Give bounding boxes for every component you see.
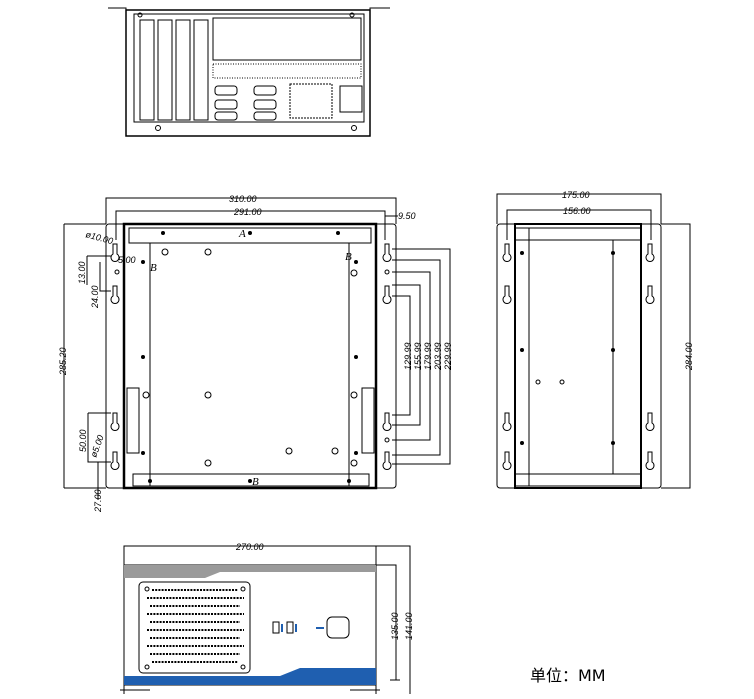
dim-hole-dia: ø10.00 [84, 229, 114, 246]
dim-right-1: 129.99 [403, 342, 413, 370]
mount-holes [142, 248, 358, 467]
power-button [326, 616, 350, 639]
dim-50: 50.00 [78, 429, 88, 452]
bottom-dim-141: 141.00 [404, 612, 414, 640]
dim-27: 27.00 [93, 489, 103, 513]
marker-b: B [252, 476, 259, 488]
dim-small-hole: ø5.00 [88, 434, 105, 459]
front-view: B A B B [63, 197, 451, 500]
dim-right-3: 179.99 [423, 342, 433, 370]
dim-offset: 9.50 [398, 211, 416, 221]
bottom-dim-width: 270.00 [235, 542, 264, 552]
keyhole-slots [110, 243, 392, 470]
side-dim-width-inner: 156.00 [563, 206, 591, 216]
com-ports [214, 85, 277, 121]
marker-a: A [238, 228, 246, 240]
unit-label: 单位：MM [530, 666, 606, 685]
dim-width-inner: 291.00 [233, 207, 262, 217]
dim-right-5: 229.99 [443, 342, 453, 371]
side-dim-height: 284.00 [684, 342, 694, 371]
side-view [496, 193, 691, 489]
marker-b: B [345, 251, 352, 263]
top-rear-view [108, 7, 390, 137]
dim-slot: 5.00 [118, 255, 136, 265]
side-dim-width-outer: 175.00 [562, 190, 590, 200]
vent-grille [147, 589, 244, 663]
dim-24: 24.00 [90, 285, 100, 309]
dim-13: 13.00 [77, 261, 87, 284]
dim-width-outer: 310.00 [229, 194, 257, 204]
dim-right-2: 155.99 [413, 342, 423, 370]
bottom-dim-135: 135.00 [390, 612, 400, 640]
dim-height: 285.20 [58, 347, 68, 376]
marker-b: B [150, 262, 157, 274]
dim-right-4: 203.99 [433, 342, 443, 371]
bottom-front-panel-view [120, 545, 411, 694]
